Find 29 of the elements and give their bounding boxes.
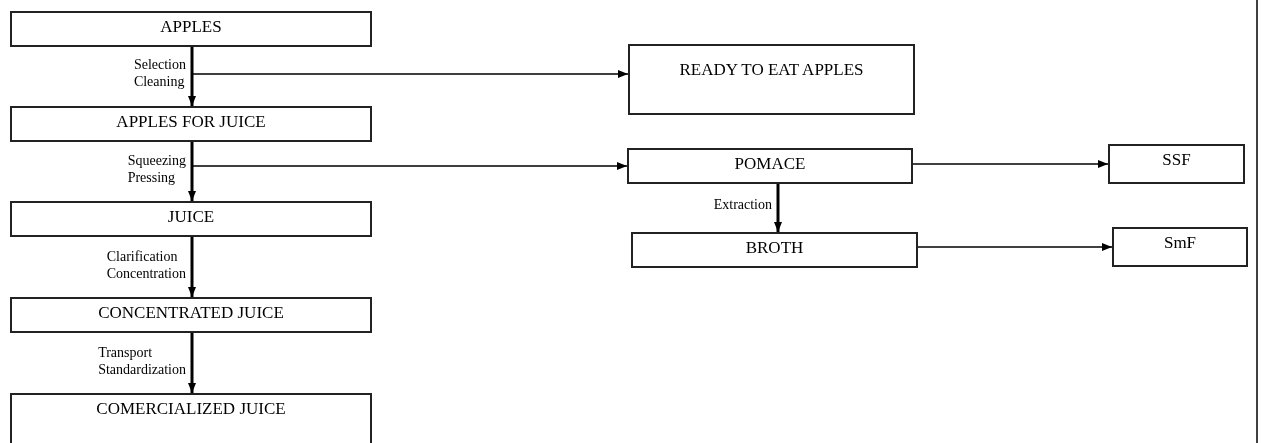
arrow	[188, 333, 196, 393]
process-box	[627, 148, 913, 184]
process-box	[1108, 144, 1245, 184]
process-box	[10, 297, 372, 333]
edge-label: Squeezing Pressing	[127, 152, 186, 186]
arrow	[188, 47, 196, 106]
edge-label: Selection Cleaning	[133, 56, 186, 90]
process-box	[628, 44, 915, 115]
box-label: APPLES FOR JUICE	[116, 112, 266, 132]
process-box	[10, 393, 372, 443]
box-label: READY TO EAT APPLES	[679, 60, 864, 80]
process-box	[631, 232, 918, 268]
arrow	[188, 142, 196, 201]
process-box	[1112, 227, 1248, 267]
process-box	[10, 106, 372, 142]
arrow	[188, 237, 196, 297]
box-label: BROTH	[745, 238, 804, 258]
process-box	[10, 201, 372, 237]
box-label: CONCENTRATED JUICE	[98, 303, 284, 323]
arrow	[912, 160, 1109, 168]
box-label: SSF	[1162, 150, 1191, 170]
box-label: APPLES	[160, 17, 222, 37]
box-label: JUICE	[167, 207, 215, 227]
process-box	[10, 11, 372, 47]
box-label: SmF	[1163, 233, 1197, 253]
box-label: COMERCIALIZED JUICE	[96, 399, 286, 419]
arrow	[774, 184, 782, 232]
arrow	[917, 243, 1113, 251]
box-label: POMACE	[734, 154, 806, 174]
